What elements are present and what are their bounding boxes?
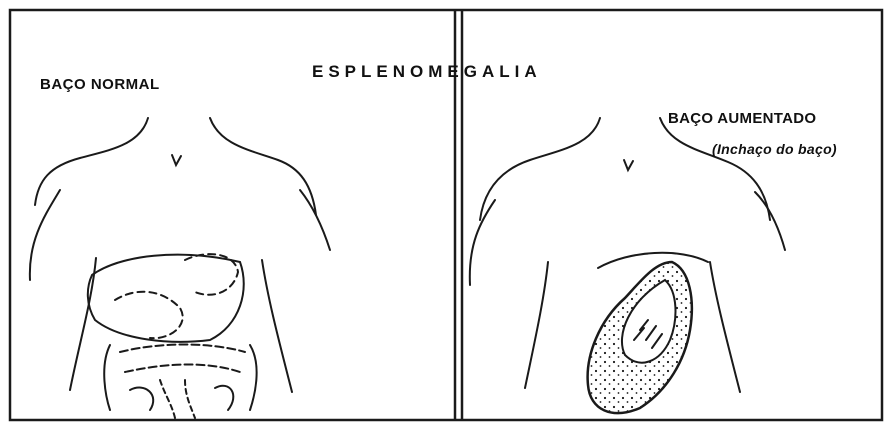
figure-title: ESPLENOMEGALIA bbox=[312, 62, 542, 82]
abdominal-organs-normal bbox=[88, 254, 257, 418]
enlarged-spleen-note: (Inchaço do baço) bbox=[712, 141, 837, 157]
enlarged-spleen-label: BAÇO AUMENTADO bbox=[668, 110, 816, 127]
enlarged-spleen bbox=[588, 262, 692, 413]
normal-spleen-label: BAÇO NORMAL bbox=[40, 76, 160, 93]
